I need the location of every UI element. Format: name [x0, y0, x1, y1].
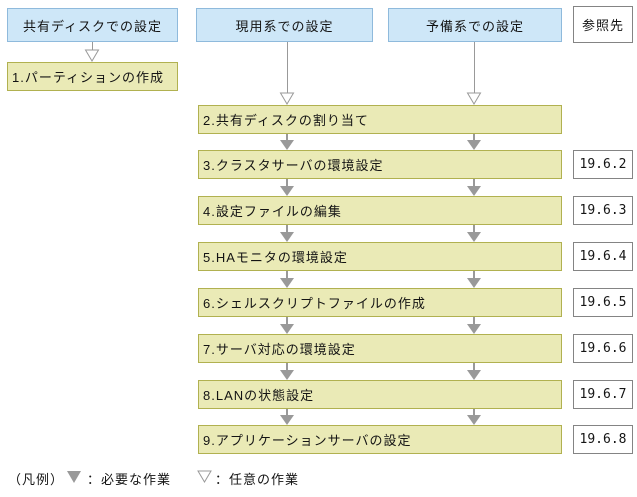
optional-work-arrow-icon — [84, 49, 100, 62]
ref-box: 19.6.4 — [573, 242, 633, 271]
required-work-arrow-icon — [467, 140, 481, 150]
connector-line — [473, 271, 475, 279]
step-box-6: 6.シェルスクリプトファイルの作成 — [198, 288, 562, 317]
step-box-1: 1.パーティションの作成 — [7, 62, 178, 91]
connector-line — [286, 317, 288, 325]
required-work-arrow-icon — [467, 278, 481, 288]
connector-line — [473, 409, 475, 416]
required-work-arrow-icon — [280, 415, 294, 425]
required-work-arrow-icon — [467, 324, 481, 334]
connector-line — [474, 42, 475, 93]
legend-required-label: ：必要な作業 — [87, 472, 172, 487]
step-box-8: 8.LANの状態設定 — [198, 380, 562, 409]
legend-title: （凡例） — [8, 472, 65, 487]
step-box-5: 5.HAモニタの環境設定 — [198, 242, 562, 271]
required-work-arrow-icon — [280, 324, 294, 334]
header-shared-disk-settings: 共有ディスクでの設定 — [7, 8, 178, 42]
connector-line — [473, 317, 475, 325]
legend-optional-label: ：任意の作業 — [215, 472, 300, 487]
connector-line — [287, 42, 288, 93]
required-work-arrow-icon — [467, 232, 481, 242]
required-work-arrow-icon — [467, 370, 481, 380]
step-box-7: 7.サーバ対応の環境設定 — [198, 334, 562, 363]
step-box-2: 2.共有ディスクの割り当て — [198, 105, 562, 134]
ref-box: 19.6.7 — [573, 380, 633, 409]
optional-work-legend-icon — [197, 470, 212, 483]
required-work-arrow-icon — [467, 186, 481, 196]
required-work-arrow-icon — [280, 370, 294, 380]
connector-line — [473, 363, 475, 371]
step-box-9: 9.アプリケーションサーバの設定 — [198, 425, 562, 454]
ref-box: 19.6.8 — [573, 425, 633, 454]
optional-work-arrow-icon — [466, 92, 482, 105]
connector-line — [286, 225, 288, 233]
connector-line — [286, 179, 288, 187]
connector-line — [473, 134, 475, 141]
connector-line — [286, 134, 288, 141]
ref-box: 19.6.6 — [573, 334, 633, 363]
required-work-arrow-icon — [280, 140, 294, 150]
step-box-4: 4.設定ファイルの編集 — [198, 196, 562, 225]
required-work-arrow-icon — [467, 415, 481, 425]
connector-line — [286, 409, 288, 416]
optional-work-arrow-icon — [279, 92, 295, 105]
required-work-arrow-icon — [280, 232, 294, 242]
header-active-system-settings: 現用系での設定 — [196, 8, 373, 42]
connector-line — [473, 225, 475, 233]
required-work-arrow-icon — [280, 278, 294, 288]
connector-line — [473, 179, 475, 187]
ref-box: 19.6.2 — [573, 150, 633, 179]
connector-line — [92, 42, 93, 50]
ref-box: 19.6.3 — [573, 196, 633, 225]
header-reference: 参照先 — [573, 6, 633, 43]
connector-line — [286, 271, 288, 279]
required-work-legend-icon — [67, 471, 81, 483]
ref-box: 19.6.5 — [573, 288, 633, 317]
step-box-3: 3.クラスタサーバの環境設定 — [198, 150, 562, 179]
header-standby-system-settings: 予備系での設定 — [388, 8, 562, 42]
required-work-arrow-icon — [280, 186, 294, 196]
connector-line — [286, 363, 288, 371]
